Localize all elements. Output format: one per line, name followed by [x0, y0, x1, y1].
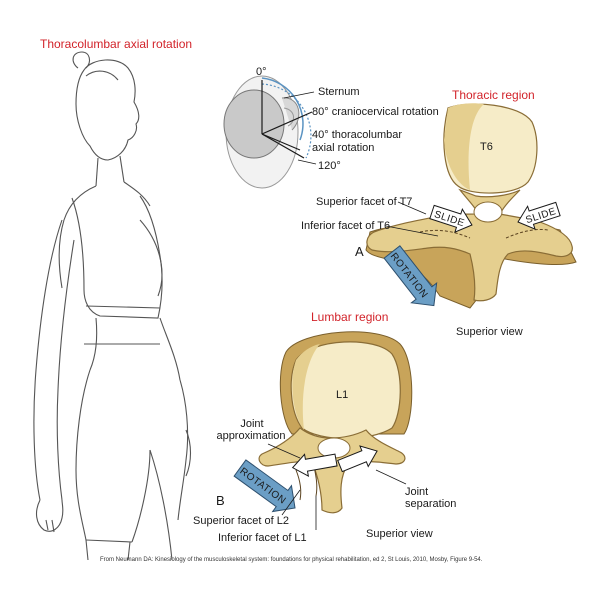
- thoracic-title: Thoracic region: [452, 88, 535, 102]
- sternum-label: Sternum: [318, 86, 360, 98]
- l1-label: L1: [336, 389, 348, 401]
- lumbar-title: Lumbar region: [311, 310, 389, 324]
- woman-figure: [33, 51, 192, 561]
- superior-view-lumbar: Superior view: [366, 528, 433, 540]
- main-title: Thoracolumbar axial rotation: [40, 37, 193, 51]
- inf-facet-t6-label: Inferior facet of T6: [301, 220, 391, 232]
- superior-view-thoracic: Superior view: [456, 326, 523, 338]
- joint-approx-line2: approximation: [216, 430, 286, 442]
- deg-120-label: 120°: [318, 160, 341, 172]
- craniocervical-label: 80° craniocervical rotation: [312, 106, 439, 118]
- letter-b: B: [216, 493, 225, 508]
- thoracolumbar-line2: axial rotation: [312, 142, 375, 154]
- joint-approx-line1: Joint: [240, 418, 264, 430]
- top-view-head: [223, 75, 317, 189]
- sup-facet-t7-label: Superior facet of T7: [316, 196, 413, 208]
- thoracic-vertebra: SLIDE SLIDE ROTATION T6: [365, 103, 577, 309]
- thoracolumbar-line1: 40° thoracolumbar: [312, 129, 403, 141]
- deg-0-label: 0°: [256, 66, 267, 78]
- joint-sep-line1: Joint: [405, 486, 429, 498]
- t6-label: T6: [480, 141, 493, 153]
- source-caption: From Neumann DA: Kinesiology of the musc…: [100, 557, 483, 563]
- sup-facet-l2-label: Superior facet of L2: [193, 515, 290, 527]
- joint-sep-line2: separation: [405, 498, 457, 510]
- letter-a: A: [355, 244, 364, 259]
- inf-facet-l1-label: Inferior facet of L1: [218, 532, 307, 544]
